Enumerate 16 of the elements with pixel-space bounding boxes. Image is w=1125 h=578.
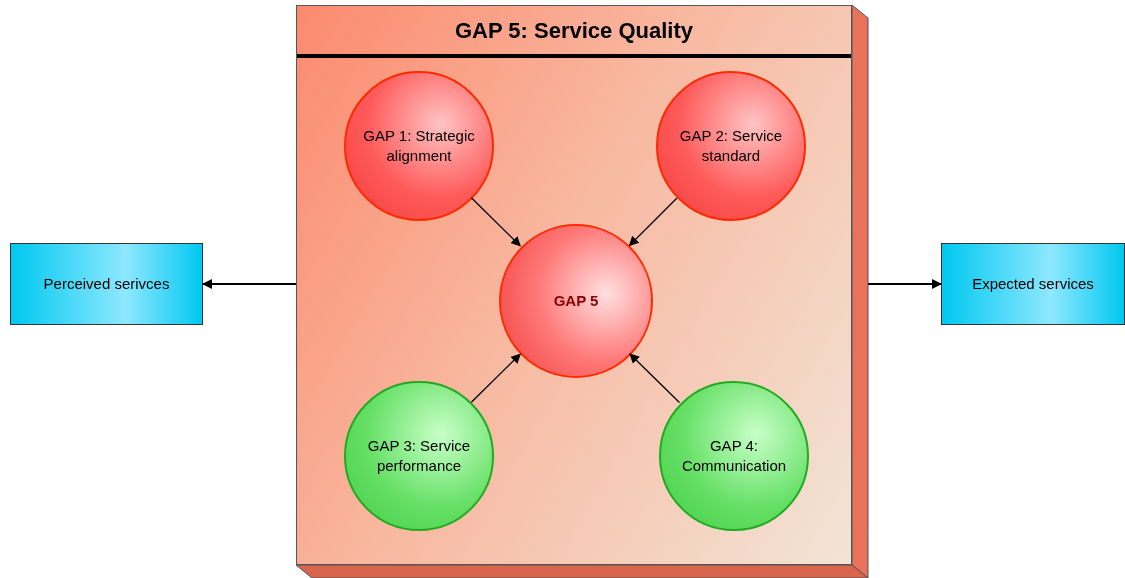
circle-label: GAP 1: Strategic alignment bbox=[362, 126, 476, 166]
arrow bbox=[470, 353, 521, 403]
arrow bbox=[867, 279, 942, 289]
arrow bbox=[629, 353, 681, 404]
container-title: GAP 5: Service Quality bbox=[454, 16, 693, 45]
arrow bbox=[628, 197, 678, 247]
service-box bbox=[941, 243, 1125, 325]
circle-label: GAP 3: Service performance bbox=[366, 436, 472, 476]
box-label: Expected services bbox=[972, 273, 1094, 294]
arrow bbox=[202, 279, 297, 289]
arrow bbox=[470, 197, 521, 247]
service-box bbox=[10, 243, 203, 325]
circle-label: GAP 5 bbox=[553, 291, 599, 311]
circle-label: GAP 2: Service standard bbox=[678, 126, 784, 166]
circle-label: GAP 4: Communication bbox=[680, 436, 788, 476]
box-label: Perceived serivces bbox=[43, 273, 170, 294]
